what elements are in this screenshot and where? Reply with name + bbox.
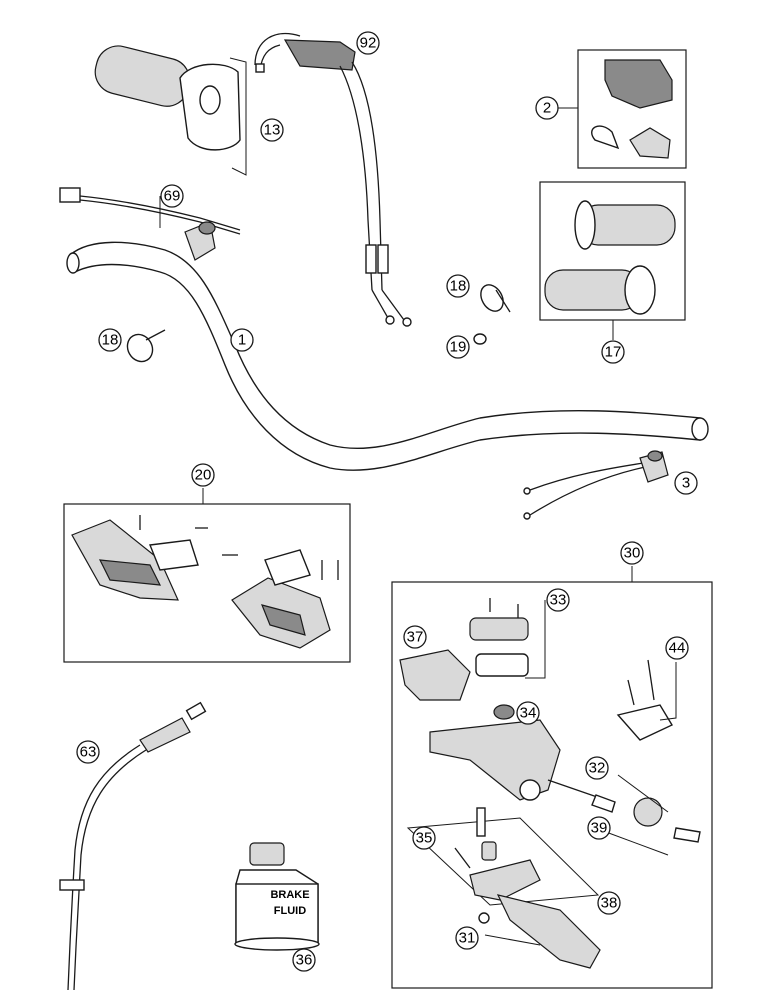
kill-switch: [59, 187, 241, 261]
callout-33-label: 33: [550, 592, 567, 609]
callout-13: 13: [260, 118, 284, 142]
callout-31: 31: [455, 926, 479, 950]
throttle-cables: [254, 32, 412, 327]
callout-38: 38: [597, 891, 621, 915]
callout-32-label: 32: [589, 760, 606, 777]
callout-3-label: 3: [682, 475, 690, 492]
callout-19: 19: [446, 335, 470, 359]
handlebar: [66, 241, 709, 471]
callout-1: 1: [230, 328, 254, 352]
callout-36: 36: [292, 948, 316, 972]
callout-44: 44: [665, 636, 689, 660]
callout-2: 2: [535, 96, 559, 120]
callout-37: 37: [403, 625, 427, 649]
callout-18-top: 18: [446, 274, 470, 298]
callout-35-label: 35: [416, 830, 433, 847]
callout-18-left: 18: [98, 328, 122, 352]
grips-box: [539, 181, 686, 340]
callout-30-label: 30: [624, 545, 641, 562]
callout-92: 92: [356, 31, 380, 55]
callout-3: 3: [674, 471, 698, 495]
callout-17-label: 17: [605, 344, 622, 361]
brake-fluid-bottle: BRAKE FLUID: [234, 842, 320, 951]
callout-38-label: 38: [601, 895, 618, 912]
callout-44-label: 44: [669, 640, 686, 657]
callout-2-label: 2: [543, 100, 551, 117]
callout-36-label: 36: [296, 952, 313, 969]
callout-20-label: 20: [195, 467, 212, 484]
callout-17: 17: [601, 340, 625, 364]
callout-35: 35: [412, 826, 436, 850]
callout-33: 33: [546, 588, 570, 612]
callout-13-label: 13: [264, 122, 281, 139]
callout-63-label: 63: [80, 744, 97, 761]
callout-31-label: 31: [459, 930, 476, 947]
callout-63: 63: [76, 740, 100, 764]
cable-ties: [126, 284, 511, 363]
bottle-label-line2: FLUID: [274, 905, 306, 917]
bottle-label-line1: BRAKE: [270, 889, 309, 901]
callout-34: 34: [516, 701, 540, 725]
callout-39: 39: [587, 816, 611, 840]
callout-37-label: 37: [407, 629, 424, 646]
clutch-cable: [59, 701, 207, 991]
callout-92-label: 92: [360, 35, 377, 52]
switch-kit: [558, 49, 687, 169]
callout-69-label: 69: [164, 188, 181, 205]
callout-69: 69: [160, 184, 184, 208]
brake-master-cylinder-kit: [391, 566, 713, 989]
callout-1-label: 1: [238, 332, 246, 349]
callout-39-label: 39: [591, 820, 608, 837]
callout-20: 20: [191, 463, 215, 487]
hot-start-switch: [523, 450, 669, 520]
throttle-grip: [94, 45, 247, 176]
callout-19-label: 19: [450, 339, 467, 356]
callout-30: 30: [620, 541, 644, 565]
callout-32: 32: [585, 756, 609, 780]
handguard-kit: [63, 488, 351, 663]
callout-18-top-label: 18: [450, 278, 467, 295]
callout-18-left-label: 18: [102, 332, 119, 349]
callout-34-label: 34: [520, 705, 537, 722]
